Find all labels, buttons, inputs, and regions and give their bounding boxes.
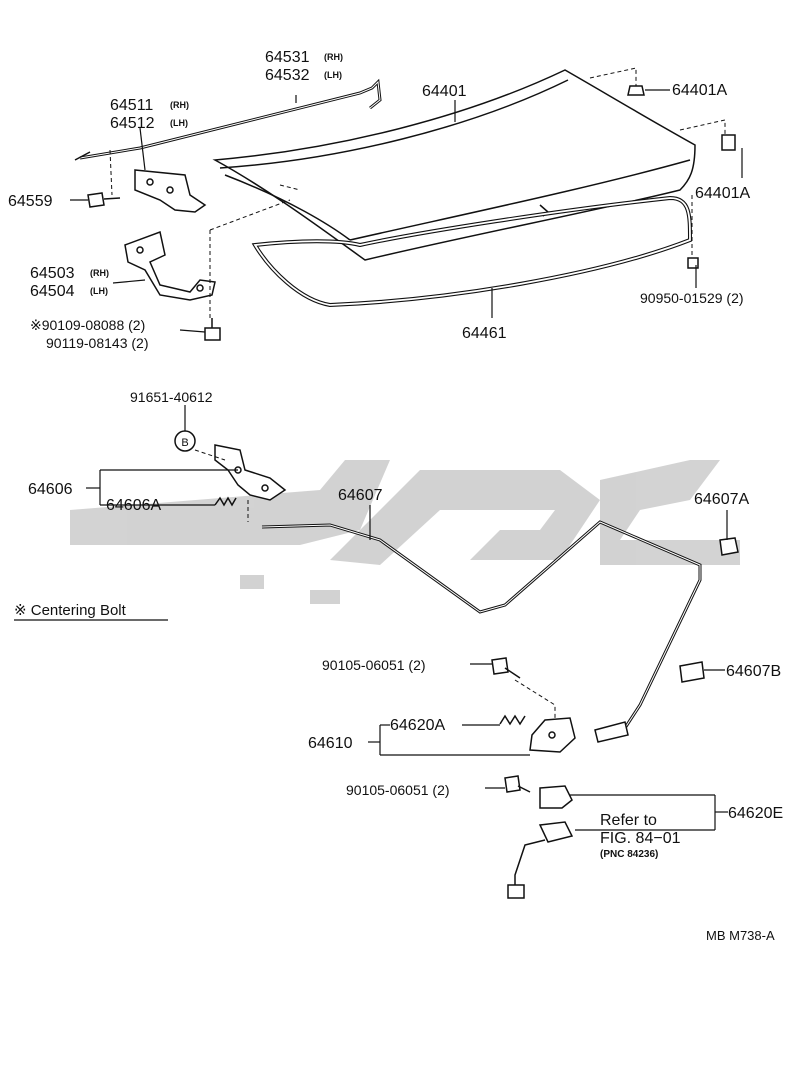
bolt-64559 [87, 192, 121, 208]
clip-64607b [679, 661, 705, 683]
label-64504: 64504 [30, 283, 75, 300]
bolt-90109 [204, 318, 221, 341]
torsion-bar [74, 78, 382, 161]
label-64461: 64461 [462, 325, 507, 342]
label-91651: 91651-40612 [130, 389, 213, 405]
bolt-90105-a [491, 657, 521, 679]
label-rh-2: (RH) [170, 100, 189, 110]
label-64512: 64512 [110, 115, 155, 132]
label-64607a: 64607A [694, 491, 749, 508]
weatherstrip [251, 195, 693, 308]
hinge-bracket [134, 169, 207, 213]
spring-64606a [214, 496, 237, 507]
label-64559: 64559 [8, 193, 53, 210]
label-90119: 90119-08143 (2) [46, 335, 148, 351]
clip-64607a [719, 537, 739, 556]
circle-b-text: B [181, 437, 188, 449]
centering-bolt-note: ※ Centering Bolt [14, 602, 127, 619]
label-lh-2: (LH) [170, 118, 188, 128]
refer-to-text: Refer to [600, 812, 657, 829]
hinge-arm [124, 230, 216, 301]
bolt-90105-b [504, 775, 531, 793]
cable-64607 [261, 520, 702, 743]
release-lever [214, 444, 287, 501]
label-90950: 90950-01529 (2) [640, 290, 744, 306]
spring-64620a [499, 714, 526, 726]
label-lh-1: (LH) [324, 70, 342, 80]
label-64401a-1: 64401A [672, 82, 727, 99]
label-rh-1: (RH) [324, 52, 343, 62]
label-64503: 64503 [30, 265, 75, 282]
label-lh-3: (LH) [90, 286, 108, 296]
label-90109: ※90109-08088 (2) [30, 317, 145, 333]
label-rh-3: (RH) [90, 268, 109, 278]
label-64511: 64511 [110, 97, 153, 114]
switch-assembly [507, 821, 574, 899]
label-64606a: 64606A [106, 497, 161, 514]
label-64620a: 64620A [390, 717, 445, 734]
diagram-code: MB M738-A [706, 928, 775, 943]
trunk-lid [212, 69, 696, 261]
refer-fig-text: FIG. 84−01 [600, 830, 681, 847]
label-64401: 64401 [422, 83, 467, 100]
label-64607b: 64607B [726, 663, 781, 680]
refer-pnc-text: (PNC 84236) [600, 849, 658, 860]
label-64610: 64610 [308, 735, 353, 752]
label-64607: 64607 [338, 487, 383, 504]
label-64532: 64532 [265, 67, 310, 84]
circle-b-marker: B [174, 430, 196, 452]
label-64620e: 64620E [728, 805, 783, 822]
lock-64610 [529, 717, 576, 753]
label-64401a-2: 64401A [695, 185, 750, 202]
label-64531: 64531 [265, 49, 310, 66]
label-90105-2: 90105-06051 (2) [346, 782, 450, 798]
watermark-logo [70, 460, 740, 604]
label-64606: 64606 [28, 481, 73, 498]
label-90105-1: 90105-06051 (2) [322, 657, 426, 673]
striker-64620e [539, 785, 573, 809]
